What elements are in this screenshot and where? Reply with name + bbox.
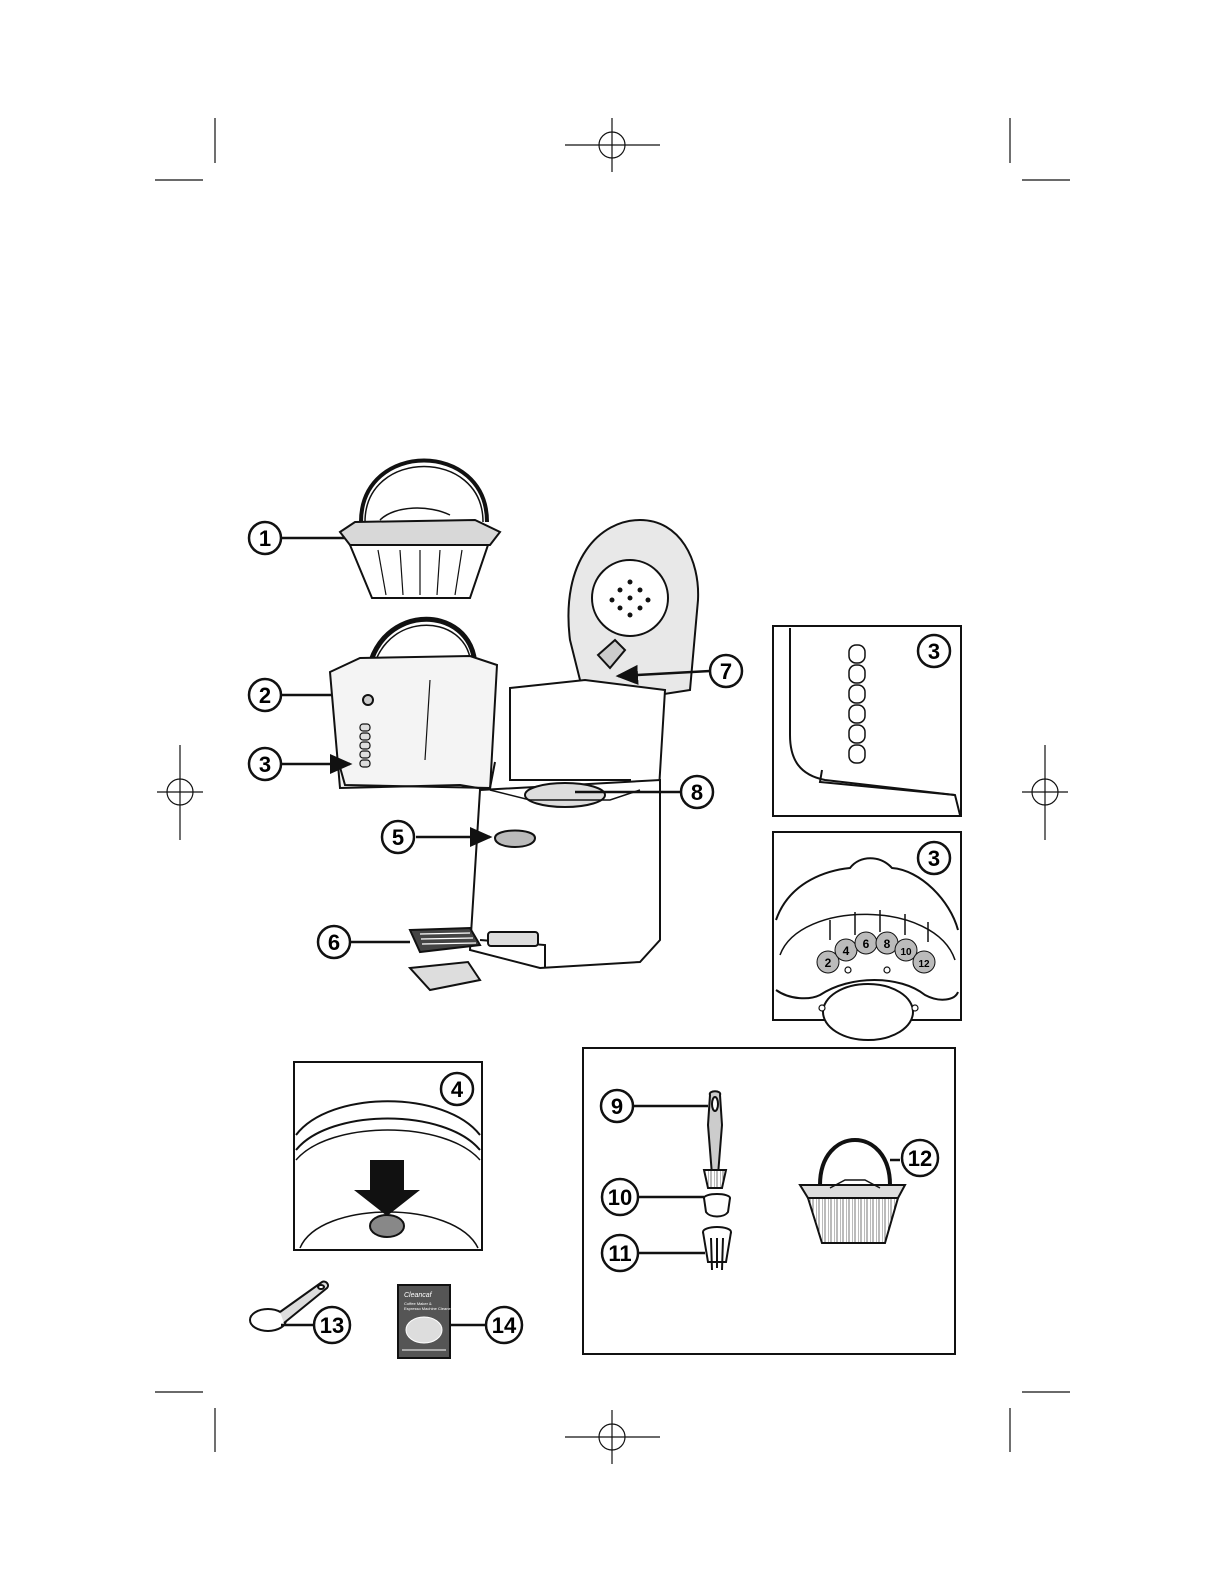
drip-tray-illustration: [410, 928, 480, 990]
callout-3: 3: [249, 748, 281, 780]
callout-label: 7: [720, 659, 732, 684]
registration-mark-top: [565, 118, 660, 172]
callout-6: 6: [318, 926, 350, 958]
callout-label: 14: [492, 1313, 517, 1338]
callout-label: 2: [259, 683, 271, 708]
registration-mark-left: [157, 745, 203, 840]
callout-1: 1: [249, 522, 281, 554]
coffee-maker-body-illustration: [470, 520, 698, 968]
cleaner-package-illustration: Cleancaf Coffee Maker & Espresso Machine…: [398, 1285, 453, 1358]
callout-11: 11: [602, 1235, 638, 1271]
package-brand: Cleancaf: [404, 1292, 433, 1299]
registration-mark-right: [1022, 745, 1068, 840]
callout-13: 13: [314, 1307, 350, 1343]
cup-markings-detail-panel: 2 4 6 8 10 12 3: [773, 832, 961, 1040]
callout-label: 8: [691, 780, 703, 805]
cup-mark-2: 2: [825, 956, 832, 970]
callout-label: 1: [259, 526, 271, 551]
cup-mark-4: 4: [843, 944, 850, 958]
drip-stop-detail-panel: 4: [294, 1062, 482, 1250]
detail-panel-label: 3: [928, 846, 940, 871]
callout-8: 8: [681, 776, 713, 808]
callout-label: 11: [608, 1241, 631, 1266]
cup-mark-12: 12: [918, 959, 930, 970]
cup-mark-8: 8: [884, 937, 891, 951]
water-reservoir-illustration: [330, 619, 497, 790]
package-line2: Espresso Machine Cleaner: [404, 1306, 453, 1311]
callout-5: 5: [382, 821, 414, 853]
callout-label: 5: [392, 825, 404, 850]
callout-12: 12: [902, 1140, 938, 1176]
callout-label: 9: [611, 1094, 623, 1119]
detail-panel-label: 3: [928, 639, 940, 664]
callout-label: 3: [259, 752, 271, 777]
callout-label: 10: [608, 1185, 632, 1210]
callout-14: 14: [486, 1307, 522, 1343]
espresso-cup-illustration: [704, 1194, 730, 1217]
callout-7: 7: [710, 655, 742, 687]
brew-selector-knob: [495, 831, 535, 848]
cup-mark-6: 6: [863, 937, 870, 951]
filter-basket-illustration: [340, 461, 500, 599]
callout-9: 9: [601, 1090, 633, 1122]
registration-mark-bottom: [565, 1410, 660, 1464]
callout-label: 13: [320, 1313, 344, 1338]
cup-mark-10: 10: [900, 947, 912, 958]
water-level-window: [360, 724, 370, 767]
callout-2: 2: [249, 679, 281, 711]
callout-label: 6: [328, 930, 340, 955]
callout-10: 10: [602, 1179, 638, 1215]
detail-panel-label: 4: [451, 1077, 464, 1102]
water-window-detail-panel: 3: [773, 626, 961, 816]
callout-label: 12: [908, 1146, 932, 1171]
